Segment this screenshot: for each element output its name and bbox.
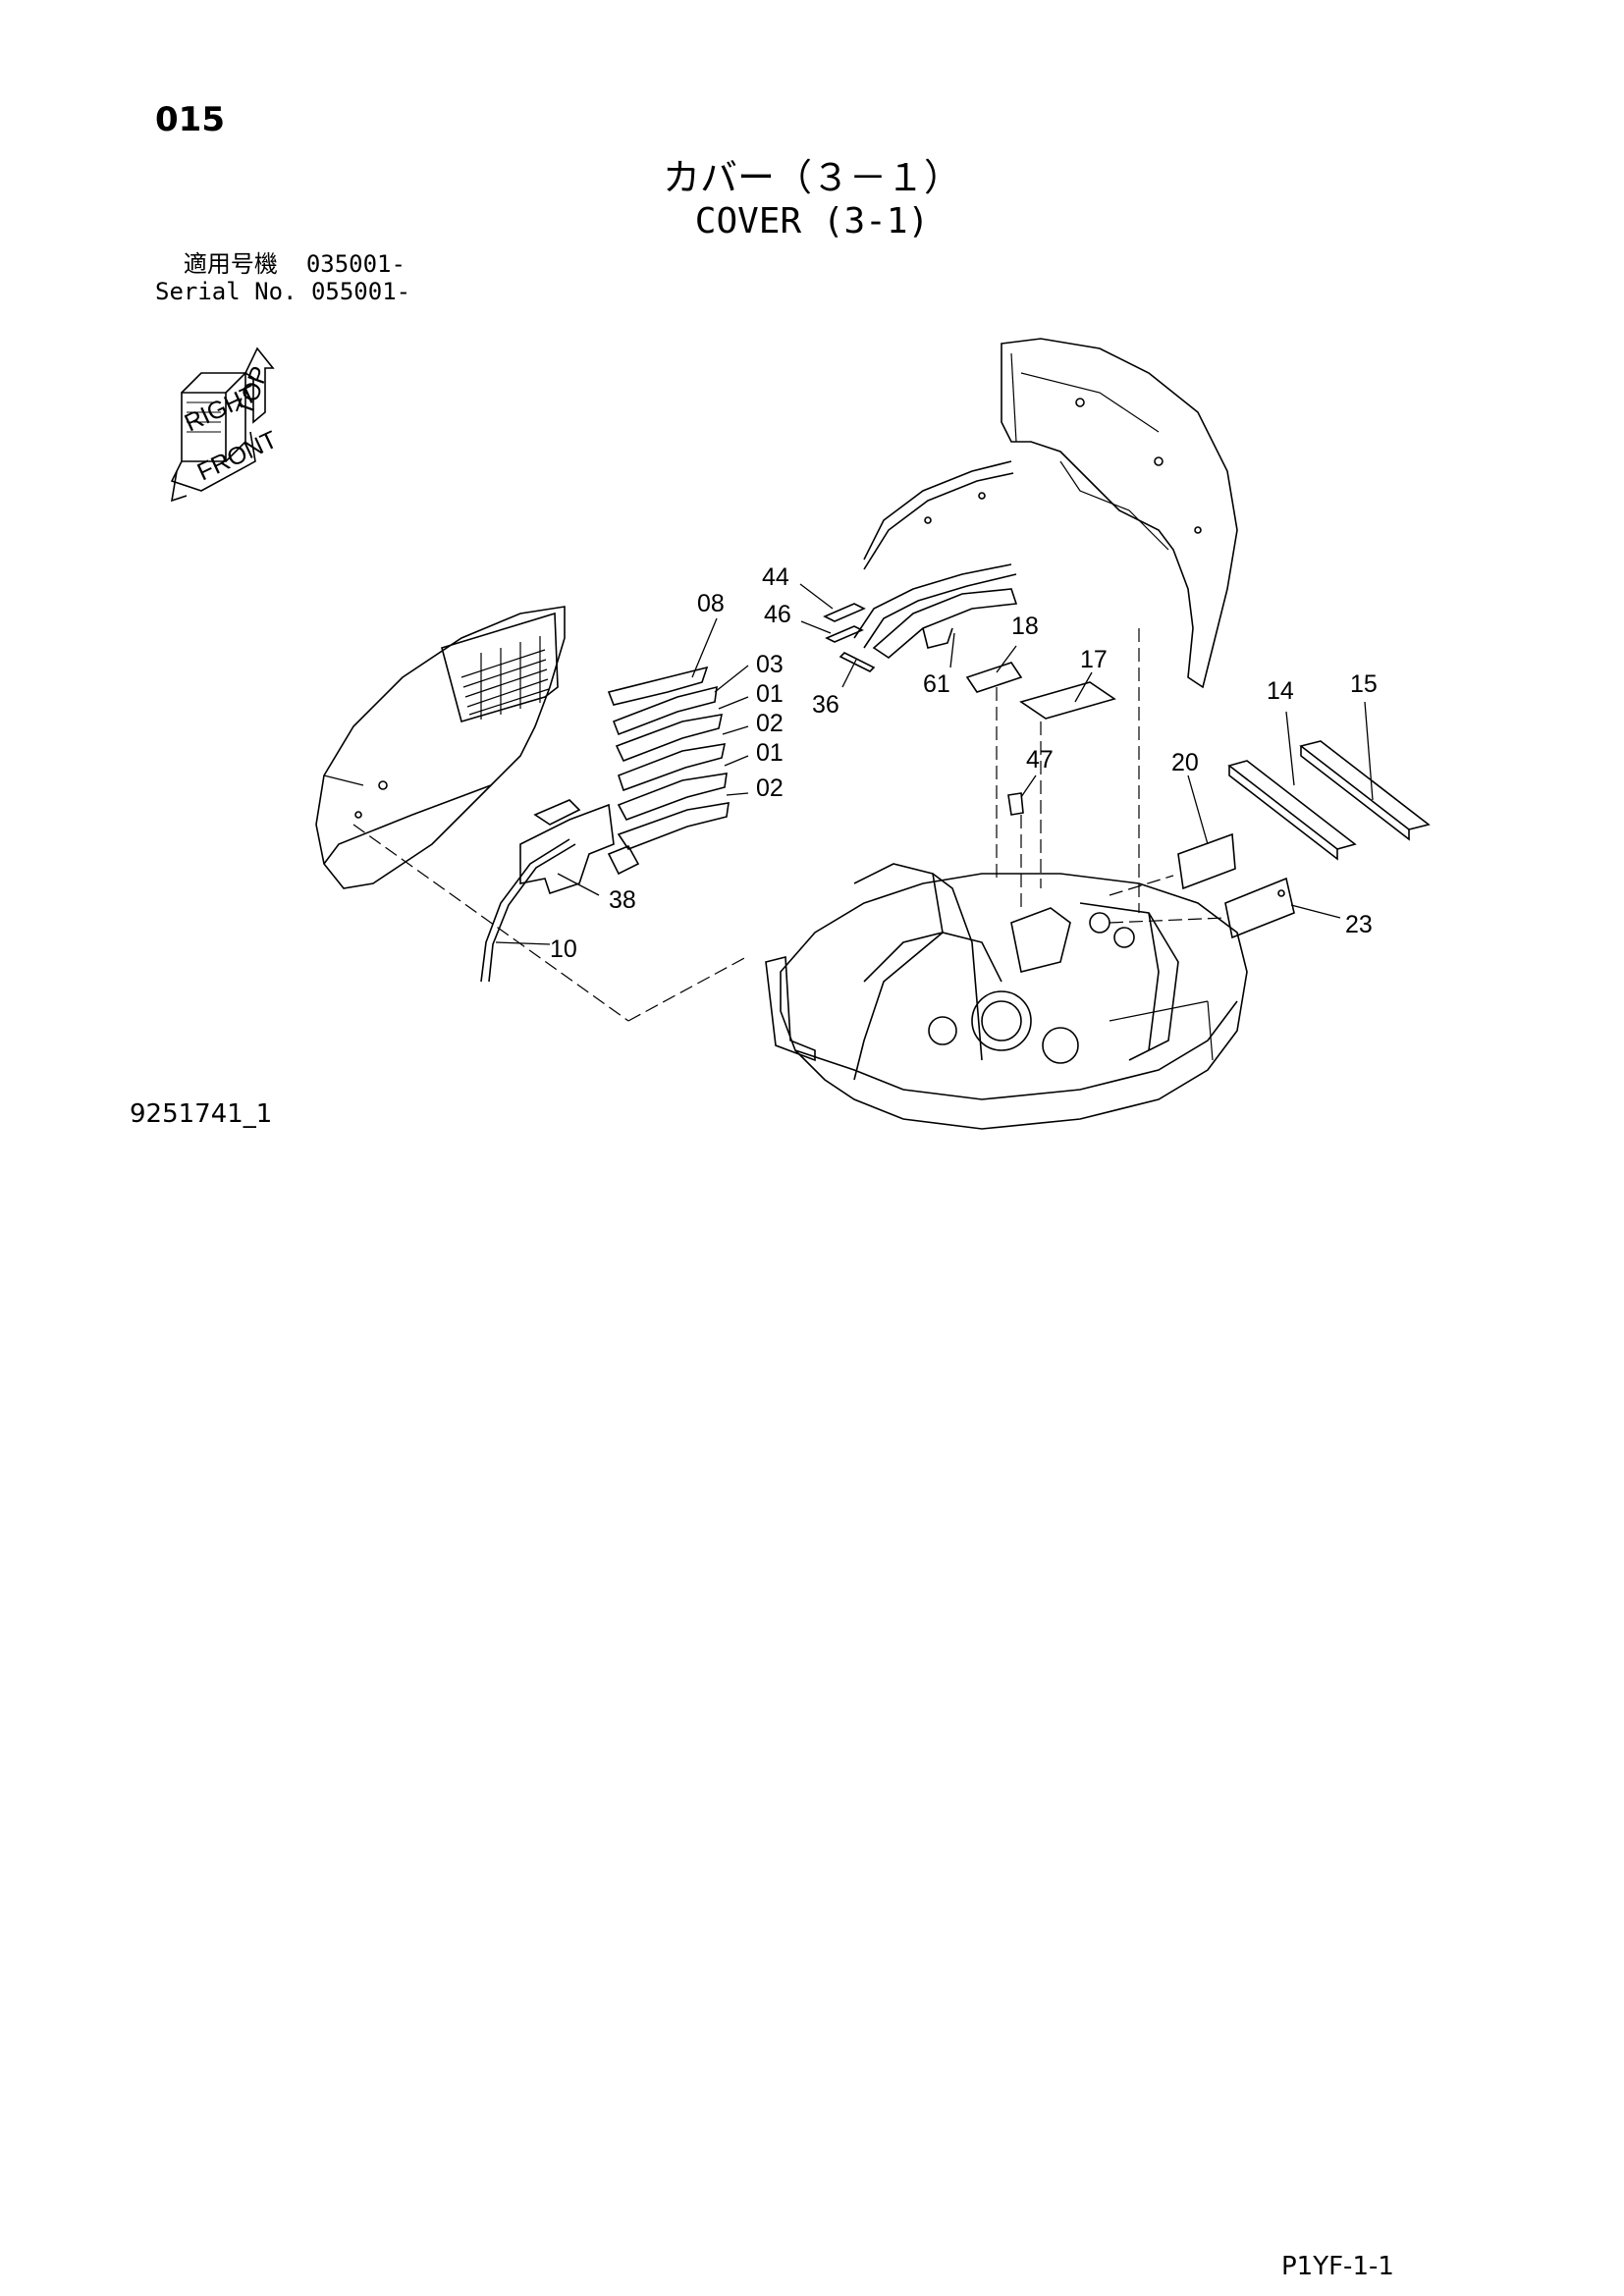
cover-panels-drawing (607, 666, 730, 876)
callout-38: 38 (609, 886, 636, 914)
page-title-en: COVER (3-1) (694, 201, 930, 241)
callout-18: 18 (1011, 613, 1039, 640)
plate-23-drawing (1224, 877, 1295, 939)
orientation-label-front: FRONT (193, 426, 282, 487)
callout-08: 08 (697, 590, 725, 617)
callout-23: 23 (1345, 911, 1373, 938)
callout-15: 15 (1350, 670, 1378, 698)
callout-44: 44 (762, 563, 789, 591)
callout-02-upper: 02 (756, 710, 784, 737)
leader-lines (495, 583, 1374, 945)
pad-18-drawing (965, 662, 1023, 693)
callout-61: 61 (923, 670, 950, 698)
callout-02-lower: 02 (756, 774, 784, 802)
callout-01-upper: 01 (756, 680, 784, 708)
plate-20-drawing (1177, 832, 1236, 890)
serial-label-jp: 適用号機 (183, 250, 278, 278)
part-61-drawing (872, 588, 1018, 660)
part-36-drawing (839, 652, 876, 672)
rear-cover-drawing (1001, 338, 1238, 689)
callout-46: 46 (764, 601, 791, 628)
page-code: P1YF-1-1 (1281, 2252, 1394, 2281)
plate-38-drawing (519, 799, 615, 895)
callout-36: 36 (812, 691, 839, 719)
part-46-drawing (825, 625, 864, 643)
plate-15-drawing (1299, 740, 1431, 841)
callout-14: 14 (1267, 677, 1294, 705)
left-side-cover-drawing (315, 606, 566, 889)
orientation-cube-icon (170, 347, 275, 503)
rear-curved-trim-drawing (853, 460, 1017, 649)
orientation-label-right: RIGHT (181, 380, 261, 437)
plate-14-drawing (1227, 760, 1357, 861)
callout-20: 20 (1171, 749, 1199, 776)
callout-03: 03 (756, 651, 784, 678)
callout-47: 47 (1026, 746, 1054, 774)
serial-row-jp: 適用号機 035001- (155, 250, 410, 278)
pad-17-drawing (1019, 681, 1116, 720)
serial-value-jp: 035001- (305, 250, 406, 278)
serial-label-en: Serial No. (155, 278, 298, 305)
drawing-id: 9251741_1 (130, 1099, 273, 1129)
serial-row-en: Serial No. 055001- (155, 278, 410, 305)
part-44-drawing (823, 603, 866, 622)
page-number: 015 (155, 100, 225, 139)
main-frame-drawing (765, 863, 1248, 1130)
callout-labels: 08 03 01 02 01 02 44 46 36 61 18 17 47 2… (550, 563, 1378, 963)
callout-01-lower: 01 (756, 739, 784, 767)
page-title-jp: カバー（３－１） (662, 156, 961, 199)
callout-10: 10 (550, 935, 577, 963)
clip-47-drawing (1007, 792, 1024, 816)
projection-lines (352, 628, 1226, 1022)
callout-17: 17 (1080, 646, 1108, 673)
serial-value-en: 055001- (310, 278, 411, 305)
strip-10-drawing (480, 838, 576, 983)
serial-block: 適用号機 035001- Serial No. 055001- (155, 250, 410, 305)
